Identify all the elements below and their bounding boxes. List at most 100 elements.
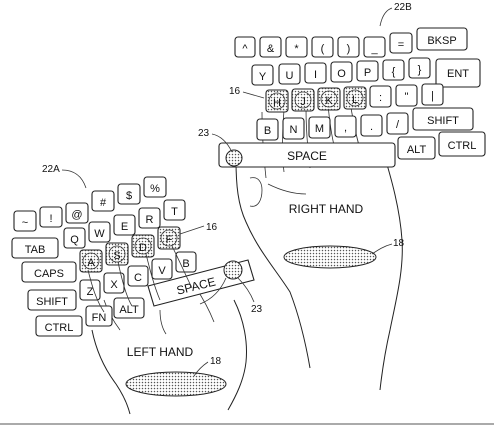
right-row-1: ^ & * ( ) _ = BKSP — [234, 27, 468, 58]
key-e[interactable] — [113, 214, 136, 236]
key-space-right[interactable] — [218, 142, 396, 168]
key-left-brace[interactable] — [382, 59, 405, 81]
key-shift-left[interactable] — [27, 289, 77, 311]
right-hand-drawing — [235, 101, 403, 391]
key-left-paren[interactable] — [311, 36, 334, 58]
key-o-label: O — [337, 68, 346, 80]
key-enter-label: ENT — [447, 68, 469, 80]
key-at-label: @ — [71, 209, 82, 221]
key-ctrl-left-label: CTRL — [45, 322, 74, 334]
key-equals-label: = — [398, 39, 404, 51]
key-j-label: J — [300, 96, 306, 108]
key-r[interactable] — [138, 207, 161, 229]
key-a-label: A — [87, 257, 95, 269]
key-t-label: T — [171, 206, 178, 218]
key-w-label: W — [94, 228, 105, 240]
key-exclaim-label: ! — [49, 213, 52, 225]
key-caps[interactable] — [21, 261, 77, 283]
key-equals[interactable] — [389, 32, 413, 54]
key-b-right[interactable] — [256, 118, 279, 141]
key-hash-label: # — [100, 197, 107, 209]
key-m[interactable] — [308, 116, 331, 139]
key-right-brace[interactable] — [408, 57, 431, 79]
key-t[interactable] — [163, 199, 186, 221]
key-fn[interactable] — [85, 305, 113, 327]
key-dollar[interactable] — [117, 183, 141, 205]
key-pipe-label: | — [431, 90, 434, 102]
key-exclaim[interactable] — [39, 206, 63, 228]
left-row-1: ~ ! @ # $ % — [13, 176, 167, 232]
key-c-label: C — [134, 272, 142, 284]
key-u[interactable] — [278, 63, 301, 85]
key-b-right-label: B — [264, 125, 271, 137]
key-tab[interactable] — [11, 237, 59, 259]
right-keyboard: ^ & * ( ) _ = BKSP Y U I O P — [218, 27, 486, 168]
key-x-label: X — [110, 279, 118, 291]
leader-23-right — [211, 133, 233, 153]
key-v[interactable] — [151, 258, 173, 280]
key-ctrl-right[interactable] — [438, 131, 486, 157]
key-shift-right[interactable] — [412, 107, 474, 131]
key-ctrl-right-label: CTRL — [448, 140, 477, 152]
key-ctrl-left[interactable] — [35, 315, 83, 337]
leader-18-left — [193, 361, 209, 377]
key-z[interactable] — [79, 279, 101, 301]
key-p-label: P — [364, 67, 371, 79]
key-colon-label: : — [379, 92, 382, 104]
key-percent[interactable] — [143, 176, 167, 198]
key-slash[interactable] — [386, 112, 409, 135]
left-row-4: SHIFT Z X C V B — [27, 251, 197, 311]
key-colon[interactable] — [369, 85, 392, 108]
key-comma[interactable] — [334, 115, 357, 138]
leader-16-right — [242, 91, 265, 99]
key-enter[interactable] — [435, 58, 481, 88]
key-asterisk[interactable] — [285, 36, 308, 58]
key-right-brace-label: } — [418, 64, 422, 76]
key-e-label: E — [121, 221, 128, 233]
finger-k — [320, 90, 338, 108]
key-comma-label: , — [344, 122, 347, 134]
left-row-5: CTRL FN ALT SPACE — [35, 259, 255, 337]
key-k-label: K — [325, 95, 333, 107]
key-x[interactable] — [103, 272, 125, 294]
key-w[interactable] — [88, 221, 111, 243]
key-right-paren-label: ) — [347, 43, 351, 55]
key-o[interactable] — [330, 61, 353, 83]
key-c[interactable] — [127, 265, 149, 287]
key-alt-right[interactable] — [397, 136, 436, 160]
key-alt-left[interactable] — [113, 297, 145, 319]
key-z-label: Z — [87, 286, 94, 298]
key-fn-label: FN — [92, 312, 107, 324]
leader-22b — [379, 7, 393, 27]
key-pipe[interactable] — [421, 83, 444, 106]
key-p[interactable] — [356, 60, 379, 82]
key-quote[interactable] — [395, 84, 418, 107]
left-hand-label: LEFT HAND — [127, 345, 194, 359]
key-q[interactable] — [63, 227, 86, 249]
key-underscore[interactable] — [363, 36, 386, 58]
key-q-label: Q — [70, 234, 79, 246]
ref-18-left: 18 — [210, 356, 222, 367]
key-ampersand[interactable] — [259, 36, 282, 58]
key-right-paren[interactable] — [337, 36, 360, 58]
key-period[interactable] — [360, 114, 383, 137]
key-caret-label: ^ — [242, 43, 248, 55]
key-y[interactable] — [251, 64, 274, 86]
key-hash[interactable] — [91, 190, 115, 212]
key-caret[interactable] — [234, 36, 256, 58]
left-keyboard: ~ ! @ # $ % TAB Q W E R T — [11, 176, 255, 337]
right-row-5: SPACE ALT CTRL — [218, 131, 486, 168]
key-n[interactable] — [282, 117, 305, 140]
key-u-label: U — [286, 70, 294, 82]
ref-22a: 22A — [42, 164, 60, 175]
key-b-left[interactable] — [175, 251, 197, 273]
key-backspace[interactable] — [416, 27, 468, 51]
key-tilde[interactable] — [13, 210, 37, 232]
key-at[interactable] — [65, 202, 89, 224]
key-r-label: R — [146, 214, 154, 226]
left-thumb-sensor — [223, 260, 243, 280]
key-dollar-label: $ — [126, 190, 132, 202]
key-v-label: V — [158, 265, 166, 277]
key-i[interactable] — [304, 62, 327, 84]
key-y-label: Y — [259, 71, 267, 83]
